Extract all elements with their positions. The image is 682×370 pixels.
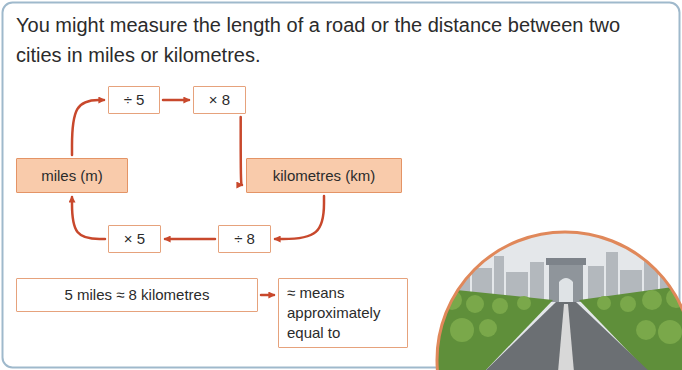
- conversion-arrow: [261, 294, 274, 297]
- conversion-arrow: [163, 99, 189, 102]
- note-box: ≈ means approximately equal to: [278, 278, 408, 348]
- box-label: × 8: [209, 90, 230, 110]
- box-label: × 5: [124, 229, 145, 249]
- paris-illustration: [430, 225, 682, 370]
- road-marking: [558, 304, 574, 370]
- box-label: ÷ 5: [124, 90, 145, 110]
- operation-box: × 8: [193, 86, 246, 114]
- operation-box: ÷ 5: [108, 86, 160, 114]
- conversion-arrow: [275, 196, 324, 239]
- unit-box: kilometres (km): [246, 158, 402, 193]
- avenue: [484, 302, 650, 370]
- conversion-arrow: [241, 117, 242, 185]
- arc-de-triomphe: [546, 258, 586, 302]
- unit-box: miles (m): [16, 158, 128, 193]
- title-text: You might measure the length of a road o…: [16, 10, 666, 70]
- box-label: miles (m): [41, 166, 103, 186]
- box-label: 5 miles ≈ 8 kilometres: [65, 285, 210, 305]
- conversion-arrow: [165, 238, 215, 241]
- operation-box: × 5: [108, 225, 161, 253]
- illustration-ring: [437, 232, 682, 370]
- operation-box: ÷ 8: [218, 225, 271, 253]
- box-label: kilometres (km): [273, 166, 376, 186]
- box-label: ≈ means approximately equal to: [287, 283, 399, 343]
- note-box: 5 miles ≈ 8 kilometres: [16, 278, 258, 312]
- conversion-arrow: [72, 197, 105, 239]
- box-label: ÷ 8: [234, 229, 255, 249]
- conversion-arrow: [72, 100, 104, 155]
